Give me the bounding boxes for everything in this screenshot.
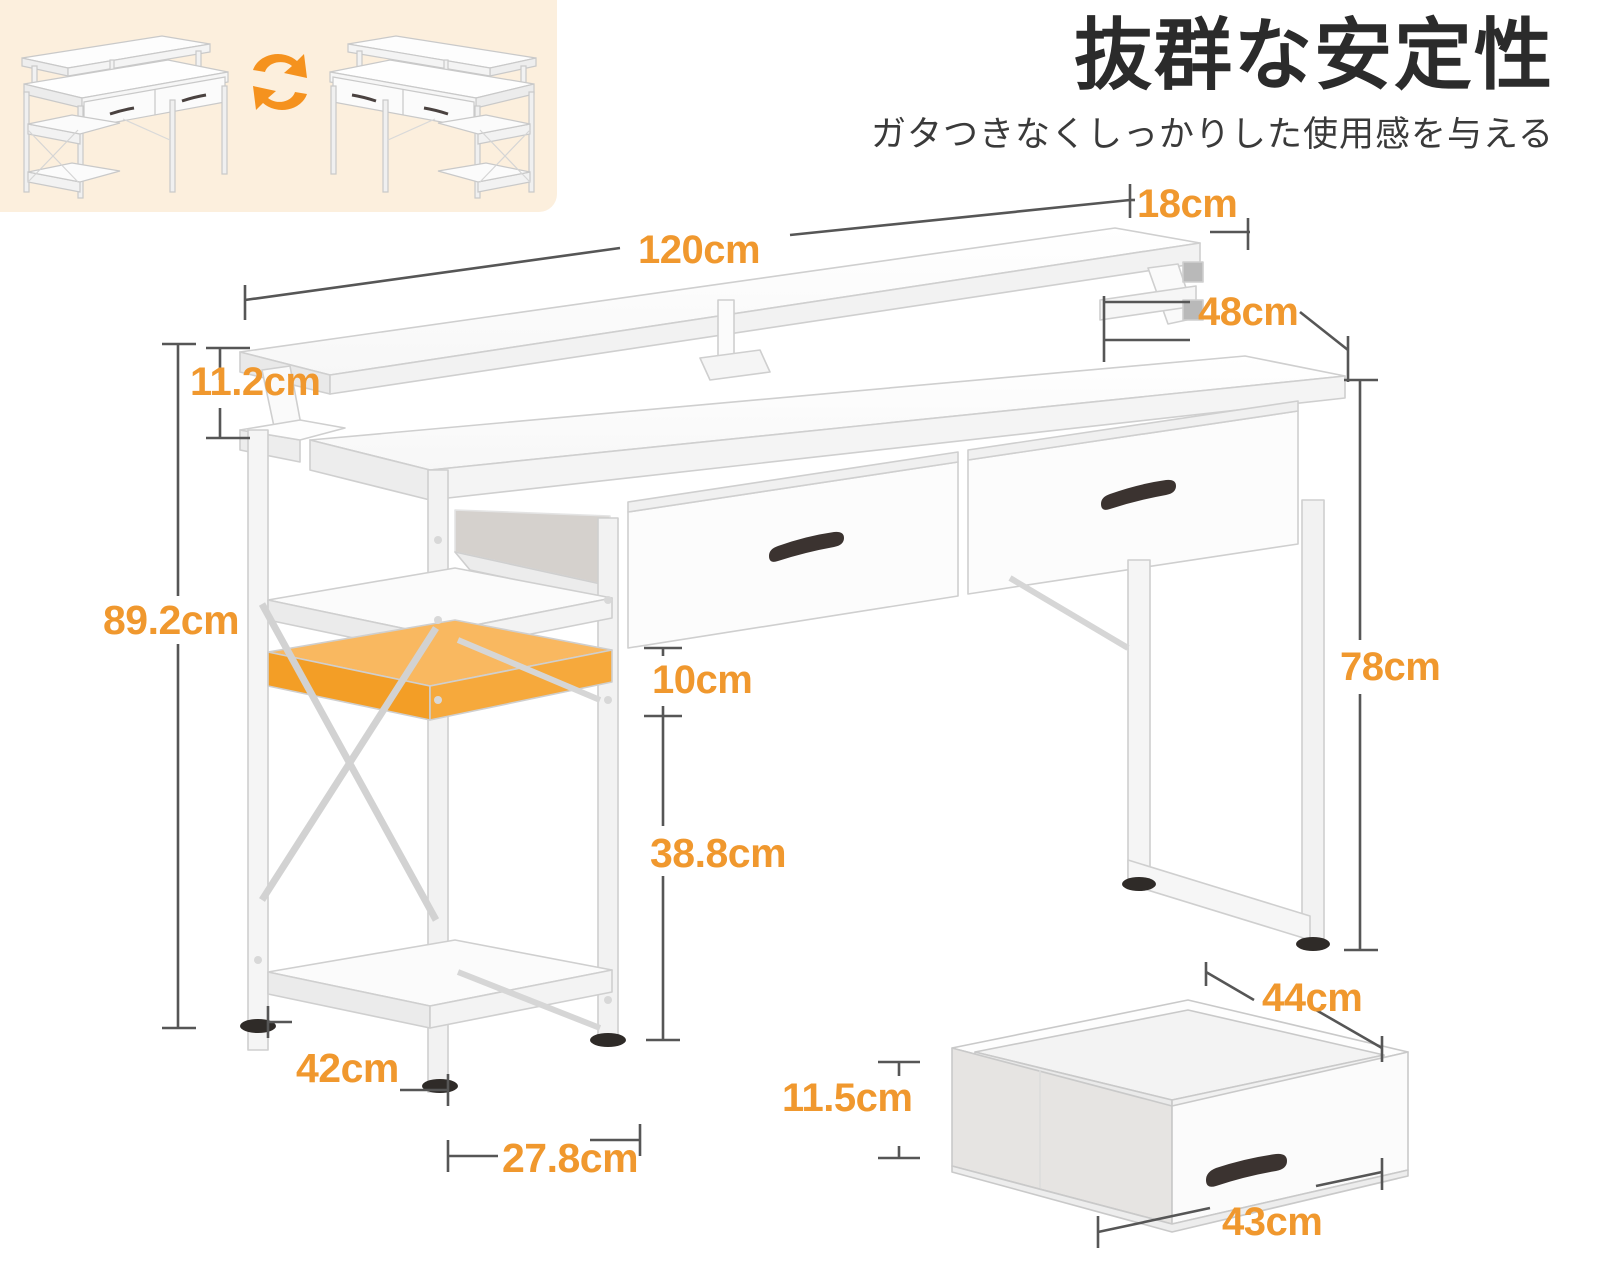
right-leg-back (1301, 499, 1325, 941)
brace-back (456, 637, 602, 703)
dimension-label-total-height: 89.2cm (103, 597, 240, 643)
desktop-top (309, 355, 1346, 471)
mid-shelf-top (267, 567, 613, 635)
drawer-detail-inner (974, 1009, 1385, 1101)
dimension-label-monitor-shelf-depth: 18cm (1137, 182, 1238, 226)
desktop-side-edge (429, 375, 1346, 501)
bottom-shelf-front (267, 971, 431, 1029)
headline-title: 抜群な安定性 (1073, 11, 1554, 99)
drawer-detail-inner-wall-right (1171, 1054, 1385, 1129)
highlight-shelf-side (429, 649, 613, 721)
drawer-handle-left (769, 531, 844, 562)
dimension-label-shelf-gap: 10cm (652, 658, 753, 702)
riser-bracket-right (1099, 261, 1204, 325)
foot-right-back (1296, 937, 1330, 951)
right-foot-rail (1127, 859, 1311, 941)
foot-left-front (240, 1019, 276, 1033)
riser-bracket-center (699, 299, 771, 381)
foot-right-front (1122, 877, 1156, 891)
dimension-label-desktop-width: 120cm (638, 228, 761, 272)
drawer-left (627, 451, 959, 649)
dimension-label-monitor-shelf-height: 11.2cm (190, 360, 321, 404)
dimension-label-lower-clearance: 38.8cm (650, 830, 787, 876)
drawer-cavity (454, 509, 611, 587)
drawer-right (967, 400, 1299, 595)
mini-desk-right (329, 35, 537, 199)
headline-subtitle: ガタつきなくしっかりした使用感を与える (871, 114, 1554, 154)
tower-post-front-left (247, 429, 269, 1051)
dimension-label-shelf-width: 42cm (296, 1045, 399, 1091)
dimension-label-drawer-height: 11.5cm (782, 1076, 913, 1120)
bottom-shelf-top (267, 939, 613, 1007)
drawer-detail-left-wall (951, 1047, 1173, 1225)
foot-tower-back (590, 1033, 626, 1047)
reversible-orientation-panel (0, 0, 557, 212)
dimension-label-foot-depth: 27.8cm (502, 1135, 639, 1181)
mid-shelf-front (267, 599, 431, 655)
drawer-detail-front-wall (1171, 1051, 1409, 1225)
desktop-front-edge (309, 439, 431, 501)
drawer-detail-handle (1206, 1153, 1287, 1187)
highlight-shelf-front (267, 651, 431, 721)
dimension-label-drawer-width: 43cm (1222, 1200, 1323, 1244)
right-diagonal-brace (1008, 575, 1130, 651)
dimension-label-desktop-depth: 48cm (1198, 290, 1299, 334)
drawer-handle-right (1101, 479, 1176, 510)
headline-block: 抜群な安定性 ガタつきなくしっかりした使用感を与える (871, 11, 1554, 157)
dimension-label-desk-height: 78cm (1340, 645, 1441, 689)
tower-post-back-right (597, 517, 619, 1039)
mid-shelf-side (429, 597, 613, 655)
x-brace-left (258, 602, 440, 922)
tower-post-front-right (427, 469, 449, 1093)
screw-marks (254, 536, 612, 1004)
dimension-label-drawer-depth: 44cm (1262, 976, 1363, 1020)
drawer-detail-bottom (951, 1165, 1409, 1233)
monitor-shelf-side (329, 242, 1201, 395)
foot-left-back (422, 1079, 458, 1093)
highlight-shelf-top (267, 619, 613, 687)
brace-back-2 (456, 969, 602, 1031)
right-leg-front (1127, 559, 1151, 881)
bottom-shelf-side (429, 969, 613, 1029)
swap-rotate-icon (253, 54, 307, 110)
drawer-detail-inner-wall-left (974, 1051, 1173, 1129)
mini-desk-left (21, 35, 229, 199)
